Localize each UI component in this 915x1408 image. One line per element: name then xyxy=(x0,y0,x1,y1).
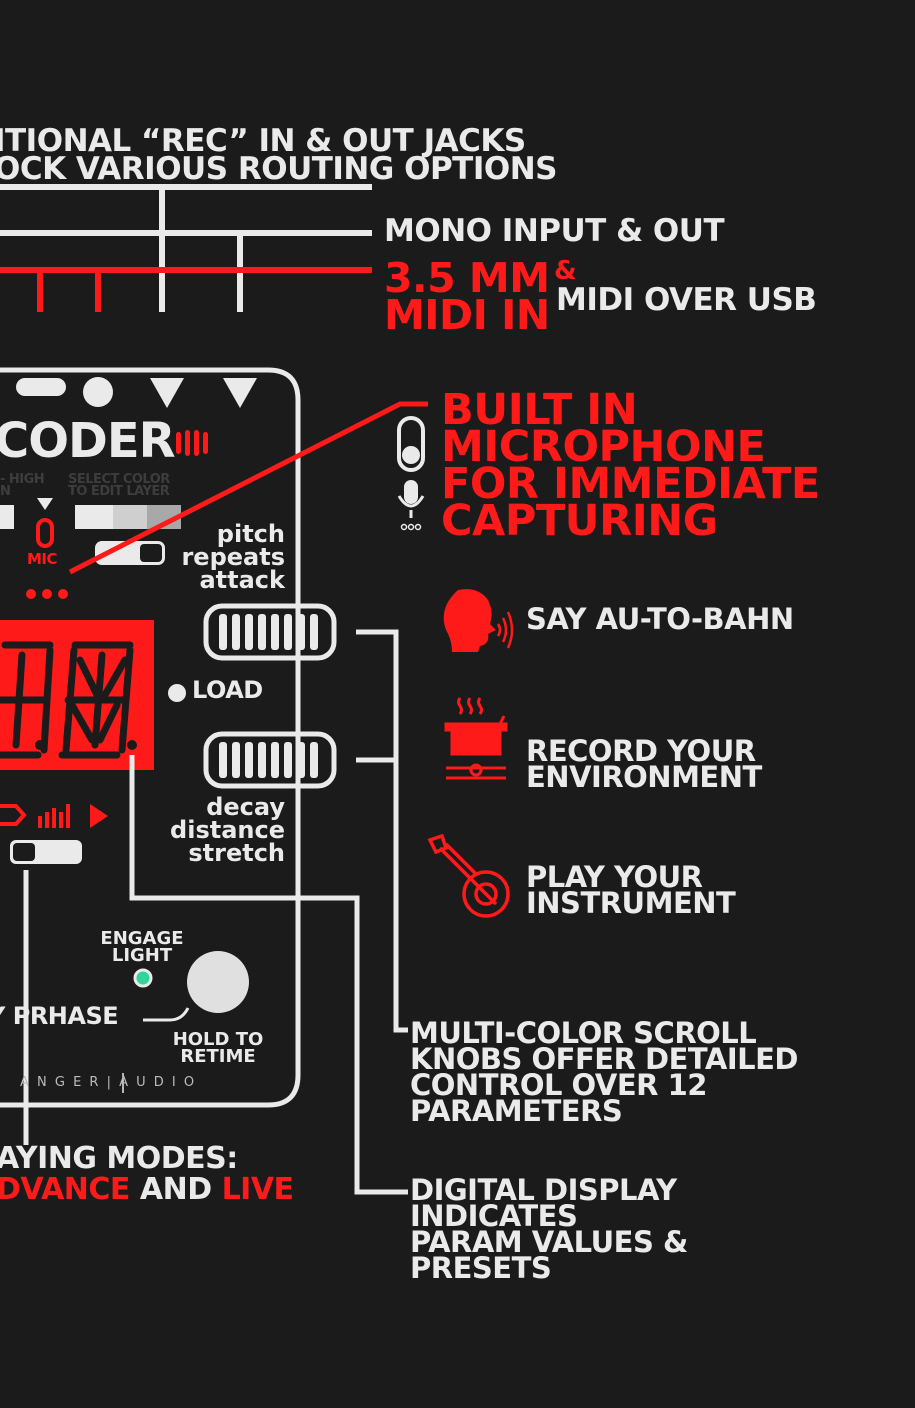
load-dot-icon xyxy=(168,684,186,702)
use-play-label: PLAY YOUR INSTRUMENT xyxy=(526,860,736,921)
jack-slot-icon xyxy=(16,378,66,396)
use-record-label: RECORD YOUR ENVIRONMENT xyxy=(526,734,762,795)
midi-amp: & xyxy=(554,256,577,286)
mic-label: MIC xyxy=(27,550,58,568)
knobs-caption: MULTI-COLOR SCROLL KNOBS OFFER DETAILED … xyxy=(410,1016,799,1129)
modes-title: AYING MODES: xyxy=(0,1141,238,1176)
rec-jacks-caption: ITIONAL “REC” IN & OUT JACKS OCK VARIOUS… xyxy=(0,123,557,187)
use-say-label: SAY AU-TO-BAHN xyxy=(526,602,794,636)
levels-icon xyxy=(38,804,70,828)
cooking-pot-icon xyxy=(444,697,508,780)
phrase-label: Y PRHASE xyxy=(0,1002,119,1030)
mic-switch-icon xyxy=(36,518,54,548)
engage-light xyxy=(133,968,153,988)
midi-in-label: 3.5 MM MIDI IN xyxy=(384,254,550,339)
mic-toggle-icon xyxy=(397,416,425,472)
modes-list: DVANCE AND LIVE xyxy=(0,1172,294,1207)
scroll-knob-1[interactable] xyxy=(203,603,337,661)
display-caption: DIGITAL DISPLAY INDICATES PARAM VALUES &… xyxy=(410,1173,688,1286)
jack-triangle-icon xyxy=(223,378,257,408)
mic-feature-caption: BUILT IN MICROPHONE FOR IMMEDIATE CAPTUR… xyxy=(441,385,820,546)
faint-label-left: - HIGH N xyxy=(0,472,45,499)
device-body xyxy=(0,367,301,1108)
banjo-icon xyxy=(427,833,510,918)
jack-triangle-icon xyxy=(150,378,184,408)
mono-io-label: MONO INPUT & OUT xyxy=(384,213,725,249)
speaking-head-icon xyxy=(443,589,514,652)
load-label: LOAD xyxy=(192,676,263,704)
knob2-params: decay distance stretch xyxy=(170,793,285,867)
microphone-icon xyxy=(404,480,418,504)
midi-usb-label: MIDI OVER USB xyxy=(556,282,817,318)
knob1-params: pitch repeats attack xyxy=(181,520,285,594)
engage-label: ENGAGE LIGHT xyxy=(100,928,184,967)
hold-retime-label: HOLD TO RETIME xyxy=(172,1029,264,1068)
footswitch-button[interactable] xyxy=(187,951,249,1013)
play-icon xyxy=(90,804,108,828)
device-name: CODER xyxy=(0,413,176,469)
jack-dot-icon xyxy=(83,377,113,407)
coder-bars-icon xyxy=(176,430,208,456)
advance-mode-icon xyxy=(0,804,27,826)
faint-label-right: SELECT COLOR TO EDIT LAYER xyxy=(68,472,170,499)
brand-label: A N G E R | A U D I O xyxy=(20,1075,197,1090)
scroll-knob-2[interactable] xyxy=(203,731,337,789)
